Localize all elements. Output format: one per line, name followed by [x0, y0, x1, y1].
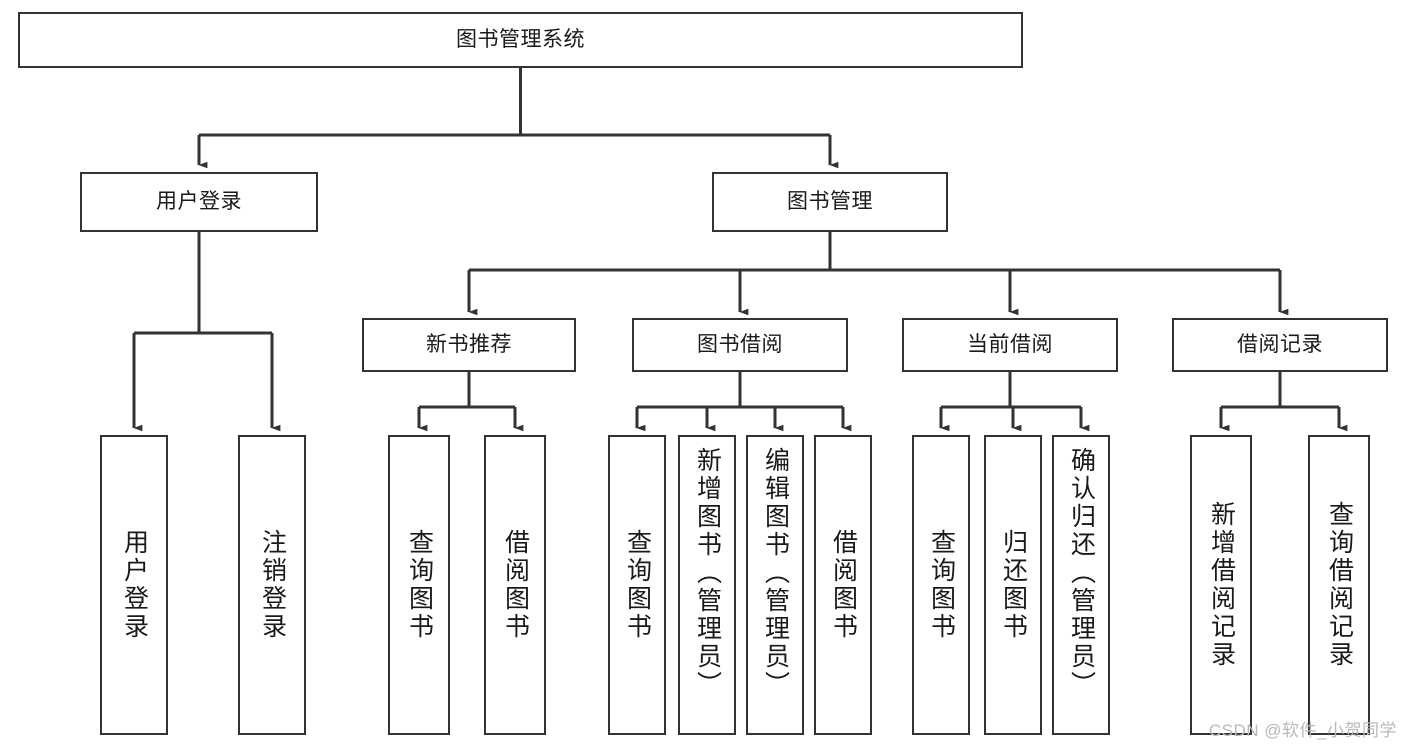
node-leaf-add-book-label: 新增图书（管理员） [693, 447, 722, 699]
node-leaf-query-book-current-label: 查询图书 [927, 529, 956, 641]
node-new-book-recommend-label: 新书推荐 [426, 333, 512, 357]
node-leaf-user-login-label: 用户登录 [120, 529, 149, 641]
node-borrow-record-label: 借阅记录 [1237, 333, 1323, 357]
node-leaf-user-logout-label: 注销登录 [258, 529, 287, 641]
node-leaf-return-book[interactable]: 归还图书 [984, 435, 1042, 735]
node-leaf-query-book-current[interactable]: 查询图书 [912, 435, 970, 735]
node-book-management[interactable]: 图书管理 [712, 172, 948, 232]
node-book-borrow-label: 图书借阅 [697, 333, 783, 357]
csdn-watermark: CSDN @软件_小贺同学 [1208, 721, 1397, 740]
node-leaf-query-record-label: 查询借阅记录 [1325, 501, 1354, 669]
node-leaf-query-record[interactable]: 查询借阅记录 [1308, 435, 1370, 735]
node-leaf-confirm-return[interactable]: 确认归还（管理员） [1052, 435, 1110, 735]
node-leaf-user-login[interactable]: 用户登录 [100, 435, 168, 735]
node-leaf-add-book[interactable]: 新增图书（管理员） [678, 435, 736, 735]
node-borrow-record[interactable]: 借阅记录 [1172, 318, 1388, 372]
node-user-login[interactable]: 用户登录 [80, 172, 318, 232]
node-current-borrow-label: 当前借阅 [967, 333, 1053, 357]
node-leaf-query-book-borrow-label: 查询图书 [623, 529, 652, 641]
node-current-borrow[interactable]: 当前借阅 [902, 318, 1118, 372]
node-user-login-label: 用户登录 [156, 190, 242, 214]
node-leaf-edit-book[interactable]: 编辑图书（管理员） [746, 435, 804, 735]
node-leaf-edit-book-label: 编辑图书（管理员） [761, 447, 790, 699]
node-leaf-borrow-book-rec-label: 借阅图书 [501, 529, 530, 641]
node-leaf-add-record-label: 新增借阅记录 [1207, 501, 1236, 669]
node-leaf-confirm-return-label: 确认归还（管理员） [1067, 447, 1096, 699]
node-leaf-query-book-rec[interactable]: 查询图书 [388, 435, 450, 735]
node-root[interactable]: 图书管理系统 [18, 12, 1023, 68]
node-leaf-query-book-rec-label: 查询图书 [405, 529, 434, 641]
node-leaf-return-book-label: 归还图书 [999, 529, 1028, 641]
node-leaf-borrow-book-label: 借阅图书 [829, 529, 858, 641]
node-leaf-add-record[interactable]: 新增借阅记录 [1190, 435, 1252, 735]
node-leaf-borrow-book[interactable]: 借阅图书 [814, 435, 872, 735]
node-book-borrow[interactable]: 图书借阅 [632, 318, 848, 372]
node-book-management-label: 图书管理 [787, 190, 873, 214]
node-leaf-query-book-borrow[interactable]: 查询图书 [608, 435, 666, 735]
node-root-label: 图书管理系统 [456, 28, 585, 52]
node-leaf-user-logout[interactable]: 注销登录 [238, 435, 306, 735]
node-new-book-recommend[interactable]: 新书推荐 [362, 318, 576, 372]
node-leaf-borrow-book-rec[interactable]: 借阅图书 [484, 435, 546, 735]
